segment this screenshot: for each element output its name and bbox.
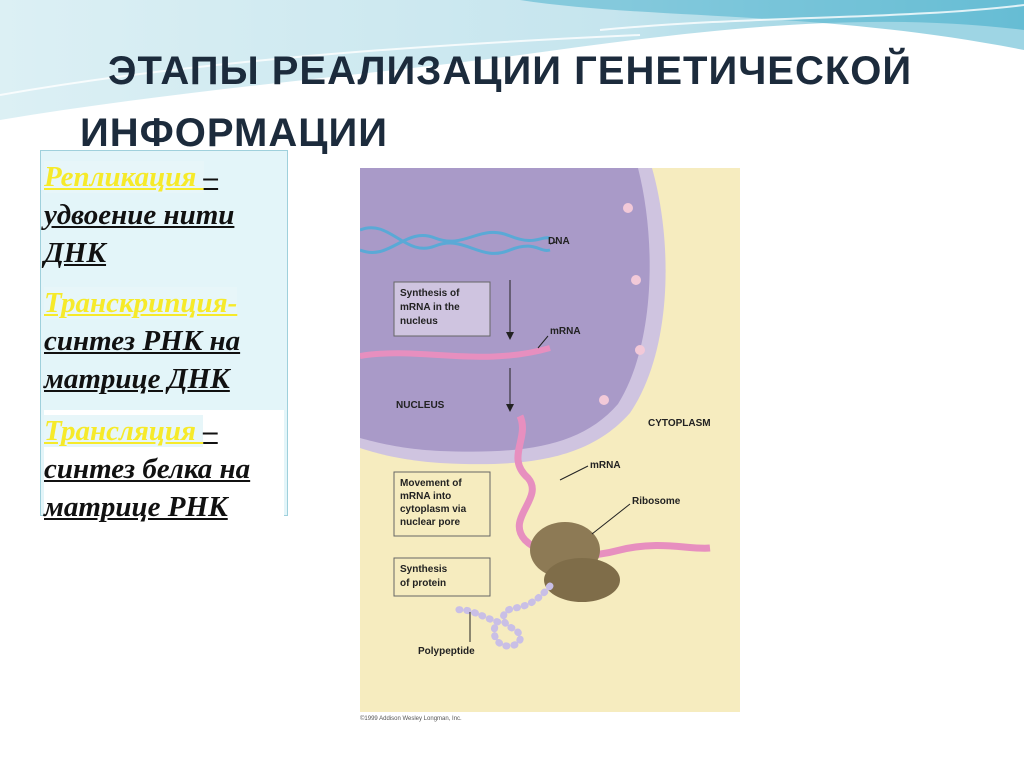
- nucleus: [360, 168, 650, 452]
- definition-term: Транскрипция-: [44, 287, 238, 319]
- box-synthesis-mrna-line-3: nucleus: [400, 316, 438, 327]
- definition-text: синтез РНК на матрице ДНК: [44, 325, 241, 395]
- definition-text: – удвоение нити ДНК: [44, 161, 235, 269]
- slide-title-line-1: ЭТАПЫ РЕАЛИЗАЦИИ ГЕНЕТИЧЕСКОЙ: [108, 49, 913, 93]
- box-synthesis-protein-line-1: Synthesis: [400, 564, 448, 575]
- mrna-strand-cytoplasm: [514, 414, 711, 560]
- box-movement-mrna-line-3: cytoplasm via: [400, 504, 467, 515]
- label-dna: DNA: [548, 236, 570, 247]
- definition-replication: Репликация – удвоение нити ДНК: [44, 158, 284, 272]
- box-synthesis-protein-line-2: of protein: [400, 578, 446, 589]
- protein-synthesis-diagram: DNA mRNA NUCLEUS CYTOPLASM mRNA Ribosome…: [360, 168, 740, 722]
- ribosome-small: [544, 558, 620, 602]
- label-mrna-cytoplasm: mRNA: [590, 460, 621, 471]
- box-synthesis-mrna: [393, 281, 491, 337]
- box-movement-mrna-line-2: mRNA into: [400, 491, 451, 502]
- label-ribosome: Ribosome: [632, 496, 681, 507]
- box-movement-mrna: [393, 471, 491, 537]
- slide-title-line-2: ИНФОРМАЦИИ: [80, 111, 388, 155]
- box-synthesis-mrna-line-2: mRNA in the: [400, 302, 460, 313]
- polypeptide-chain: [451, 582, 554, 650]
- box-synthesis-protein: [393, 557, 491, 597]
- slide-title: ЭТАПЫ РЕАЛИЗАЦИИ ГЕНЕТИЧЕСКОЙ ИНФОРМАЦИИ: [80, 40, 980, 164]
- definitions-list: Репликация – удвоение нити ДНК Транскрип…: [44, 158, 284, 538]
- box-movement-mrna-line-1: Movement of: [400, 478, 462, 489]
- copyright-notice: ©1999 Addison Wesley Longman, Inc.: [360, 715, 462, 722]
- box-synthesis-mrna-line-1: Synthesis of: [400, 288, 460, 299]
- label-mrna-nucleus: mRNA: [550, 326, 581, 337]
- definition-translation: Трансляция – синтез белка на матрице РНК: [44, 410, 284, 526]
- label-polypeptide: Polypeptide: [418, 646, 475, 657]
- box-movement-mrna-line-4: nuclear pore: [400, 517, 460, 528]
- definition-text: – синтез белка на матрице РНК: [44, 415, 251, 523]
- definition-term: Репликация: [44, 161, 204, 193]
- label-nucleus: NUCLEUS: [396, 400, 445, 411]
- definition-transcription: Транскрипция-синтез РНК на матрице ДНК: [44, 284, 284, 398]
- mrna-strand-nucleus: [360, 345, 551, 360]
- label-cytoplasm: CYTOPLASM: [648, 418, 711, 429]
- definition-term: Трансляция: [44, 415, 204, 447]
